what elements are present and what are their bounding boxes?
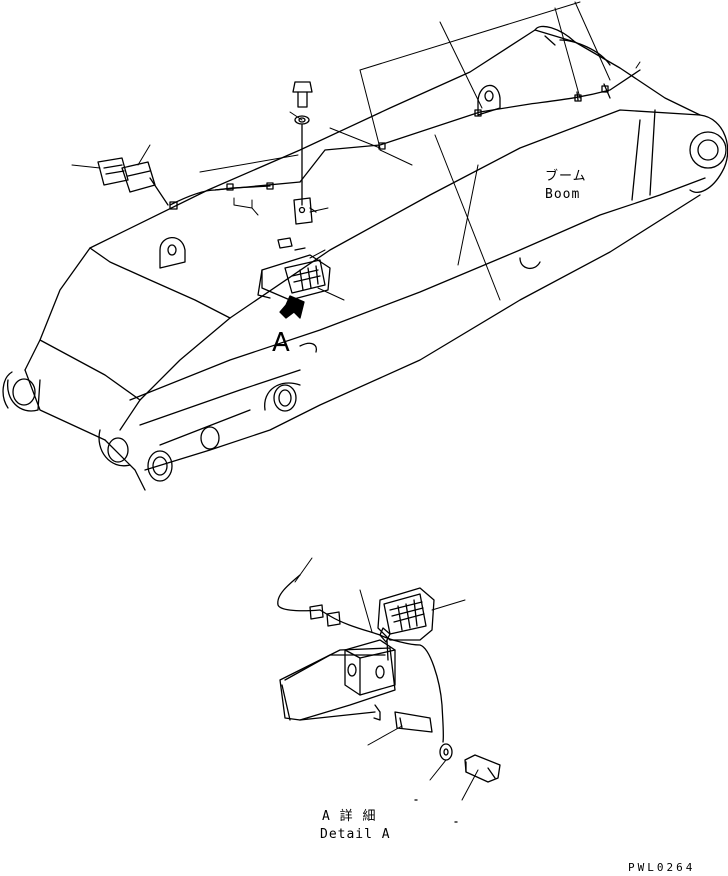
detail-a-drawing (278, 575, 500, 782)
detail-mark (415, 800, 457, 822)
detail-leader-lines (295, 558, 478, 800)
detail-label-jp: A 詳 細 (322, 809, 377, 824)
view-marker-label: A (272, 328, 290, 358)
detail-label-en: Detail A (320, 827, 391, 842)
work-lamp-icon (258, 255, 330, 300)
view-marker-curve (300, 343, 316, 352)
boom-body (3, 26, 728, 490)
leader-lines (72, 2, 640, 300)
boom-label-en: Boom (545, 187, 581, 202)
connector-icon (98, 158, 168, 205)
harness-clip (170, 86, 608, 209)
view-arrow-icon (280, 296, 304, 318)
harness-bracket (278, 198, 312, 250)
bolt-icon (293, 82, 312, 124)
drawing-code: PWL0264 (628, 861, 696, 874)
boom-label-jp: ブーム (545, 169, 587, 184)
